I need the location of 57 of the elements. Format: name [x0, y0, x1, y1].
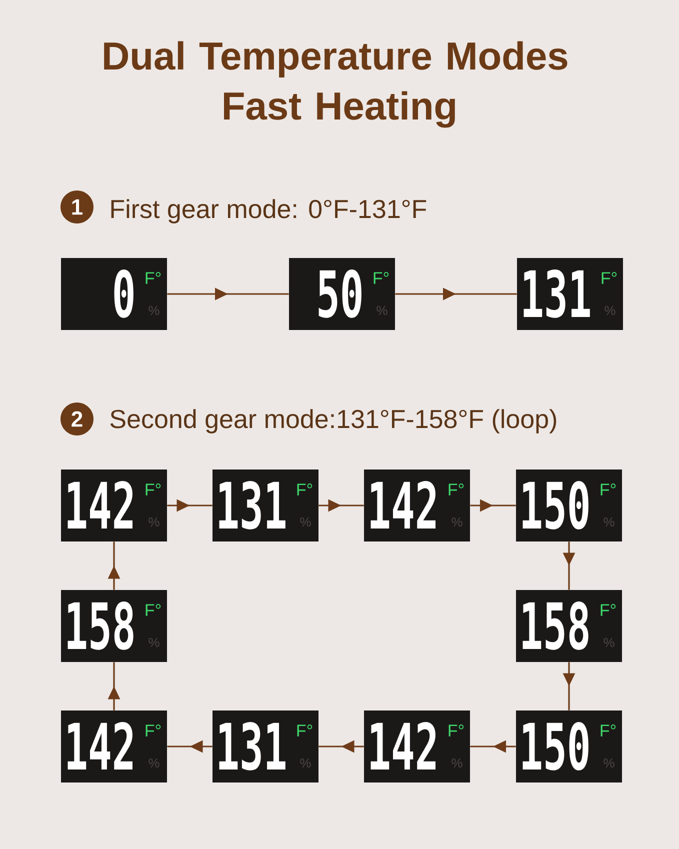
percent-sign: %	[452, 517, 462, 527]
temperature-display	[212, 470, 318, 542]
temperature-display	[61, 258, 167, 330]
percent-sign: %	[300, 758, 311, 768]
unit-label: F°	[146, 484, 161, 496]
display-digits: 142	[370, 481, 436, 528]
unit-label: F°	[600, 724, 616, 736]
temperature-display	[516, 470, 622, 542]
display-digits: 142	[68, 722, 132, 770]
unit-label: F°	[374, 272, 389, 284]
percent-sign: %	[148, 758, 160, 768]
display-digits: 0	[114, 270, 134, 318]
display-digits: 142	[68, 481, 132, 528]
temperature-display	[61, 710, 167, 782]
percent-sign: %	[300, 517, 311, 527]
unit-label: F°	[146, 724, 161, 736]
unit-label: F°	[146, 604, 161, 616]
section-heading: Second gear mode:131°F-158°F (loop)	[110, 409, 556, 434]
temperature-display	[516, 590, 622, 662]
percent-sign: %	[604, 758, 614, 768]
display-digits: 150	[522, 481, 588, 530]
display-digits: 131	[524, 270, 590, 318]
temperature-display	[212, 710, 318, 782]
unit-label: F°	[448, 484, 464, 496]
percent-sign: %	[148, 517, 160, 527]
unit-label: F°	[146, 272, 161, 284]
temperature-display	[289, 258, 395, 330]
display-digits: 158	[522, 602, 588, 650]
unit-label: F°	[600, 604, 616, 616]
percent-sign: %	[452, 758, 462, 768]
display-digits: 131	[219, 481, 286, 530]
display-digits: 50	[318, 270, 362, 318]
display-digits: 150	[522, 722, 588, 770]
display-digits: 131	[219, 722, 286, 770]
percent-sign: %	[604, 638, 614, 648]
unit-label: F°	[600, 484, 616, 496]
unit-label: F°	[602, 272, 617, 284]
percent-sign: %	[604, 306, 616, 316]
display-digits: 142	[370, 722, 436, 770]
percent-sign: %	[376, 306, 388, 316]
temperature-display	[364, 710, 470, 782]
temperature-display	[61, 470, 167, 542]
percent-sign: %	[148, 306, 160, 316]
unit-label: F°	[448, 724, 464, 736]
number-badge: 1	[60, 190, 94, 224]
percent-sign: %	[148, 638, 160, 648]
section-heading: First gear mode: 0°F-131°F	[111, 199, 426, 224]
number-badge: 2	[60, 402, 94, 436]
unit-label: F°	[297, 724, 312, 736]
temperature-display	[516, 710, 622, 782]
display-digits: 158	[68, 602, 134, 650]
percent-sign: %	[604, 517, 614, 527]
unit-label: F°	[297, 484, 312, 496]
temperature-display	[517, 258, 623, 330]
temperature-display	[61, 590, 167, 662]
temperature-display	[364, 470, 470, 542]
title: Dual Temperature Modes Fast Heating	[104, 41, 568, 128]
